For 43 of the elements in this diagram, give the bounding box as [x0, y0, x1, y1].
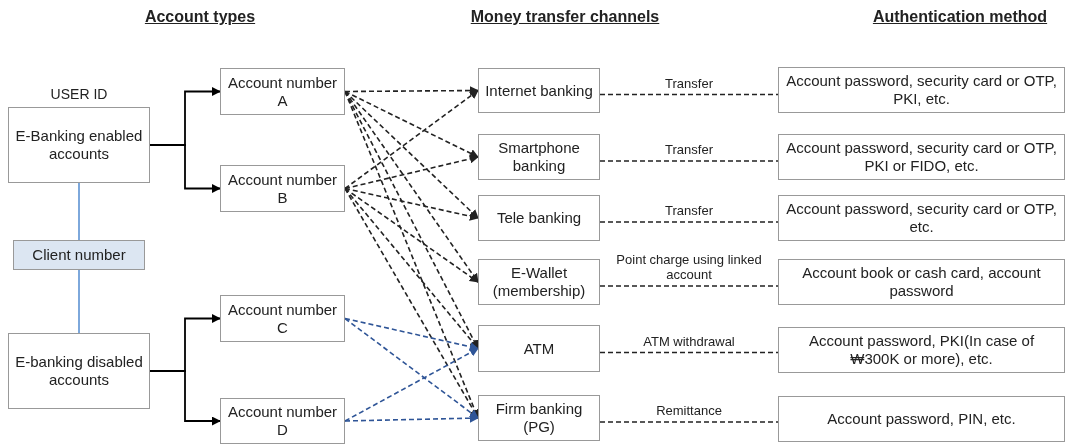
channel-box: Tele banking	[478, 195, 600, 241]
channel-box: Internet banking	[478, 68, 600, 113]
channel-box: Smartphone banking	[478, 134, 600, 180]
method-box: Account book or cash card, account password	[778, 259, 1065, 305]
account-box: Account number C	[220, 295, 345, 342]
channel-box: ATM	[478, 325, 600, 372]
arrow	[344, 347, 479, 422]
connector-line	[599, 221, 779, 223]
account-box: E-banking disabled accounts	[8, 333, 150, 409]
arrow	[344, 317, 479, 419]
method-box: Account password, PKI(In case of ₩300K or more), etc.	[778, 327, 1065, 373]
account-box: Account number A	[220, 68, 345, 115]
account-box: Account number D	[220, 398, 345, 444]
method-box: Account password, security card or OTP, PKI, etc.	[778, 67, 1065, 113]
arrow	[344, 90, 479, 158]
arrow	[344, 90, 479, 219]
connector-line	[599, 160, 779, 162]
channel-box: Firm banking (PG)	[478, 395, 600, 441]
method-box: Account password, security card or OTP, PKI or FIDO, etc.	[778, 134, 1065, 180]
connector-line	[599, 285, 779, 287]
column-heading: Money transfer channels	[470, 8, 660, 26]
arrow	[344, 86, 479, 96]
column-heading: Authentication method	[872, 8, 1048, 26]
connector-line	[78, 182, 80, 241]
arrow	[344, 187, 479, 221]
method-box: Account password, PIN, etc.	[778, 396, 1065, 442]
node-caption: USER ID	[50, 86, 108, 102]
arrow	[344, 89, 479, 190]
arrow	[344, 187, 479, 283]
channel-box: E-Wallet (membership)	[478, 259, 600, 305]
arrow	[344, 154, 479, 190]
connector-line	[78, 269, 80, 334]
connector-line	[599, 421, 779, 423]
identifier-box: Client number	[13, 240, 145, 270]
arrow	[344, 413, 479, 423]
arrow	[149, 370, 221, 426]
arrow	[344, 317, 479, 352]
account-box: E-Banking enabled accounts	[8, 107, 150, 183]
connector-line	[599, 351, 779, 354]
connector-line	[599, 93, 779, 96]
column-heading: Account types	[144, 8, 256, 26]
account-box: Account number B	[220, 165, 345, 212]
method-box: Account password, security card or OTP, etc.	[778, 195, 1065, 241]
